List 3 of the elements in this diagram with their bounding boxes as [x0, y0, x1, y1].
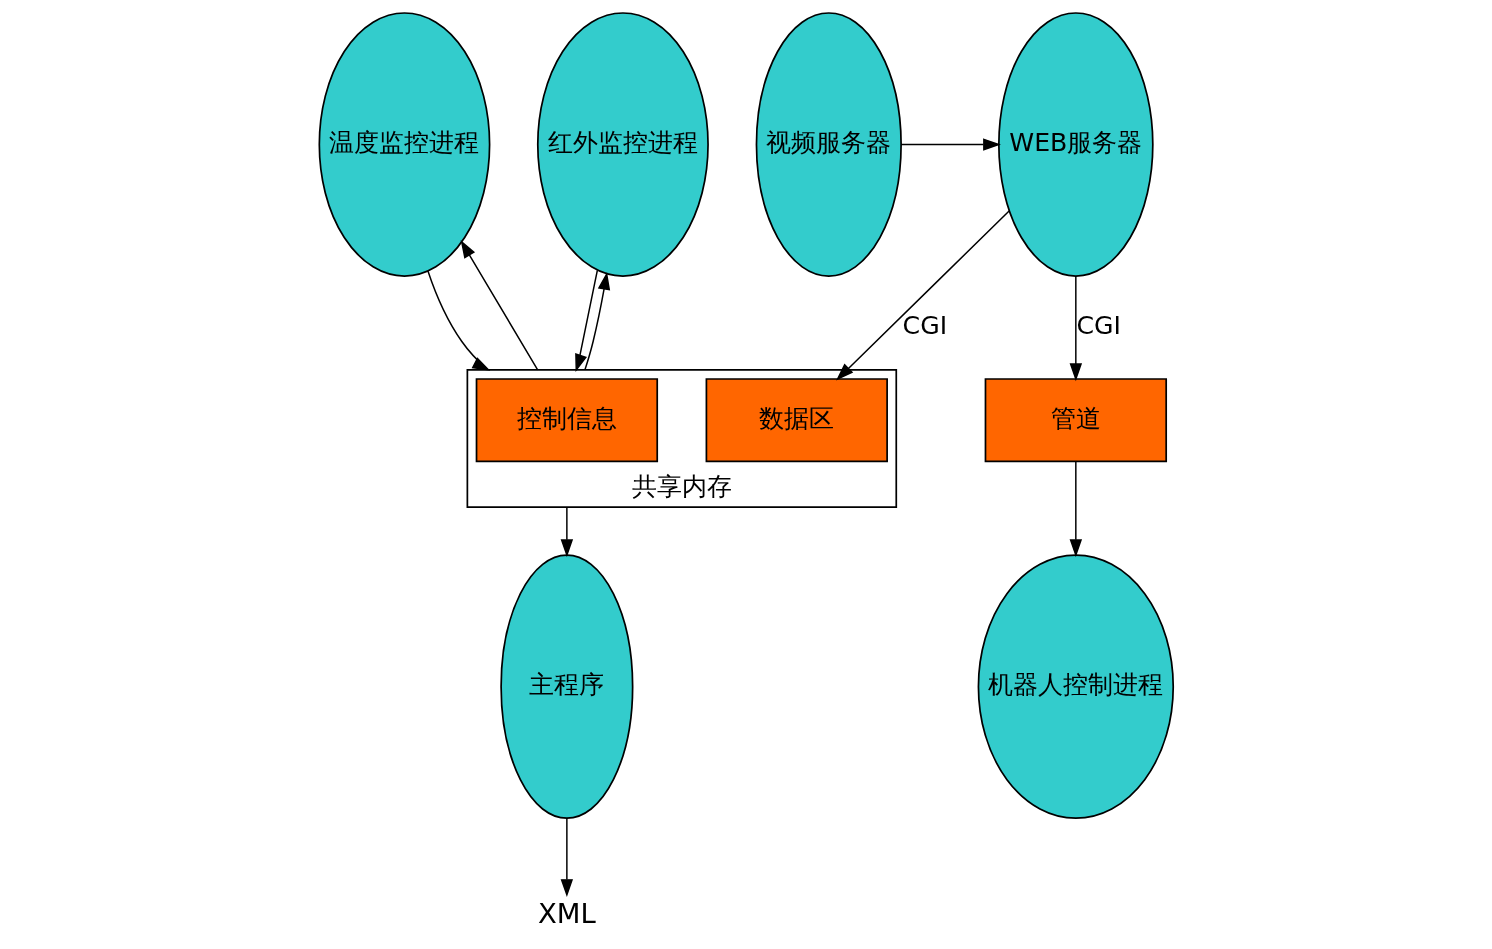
node-text: XML	[537, 897, 596, 929]
edge-label: CGI	[902, 310, 947, 340]
edge-label: CGI	[1075, 310, 1121, 340]
